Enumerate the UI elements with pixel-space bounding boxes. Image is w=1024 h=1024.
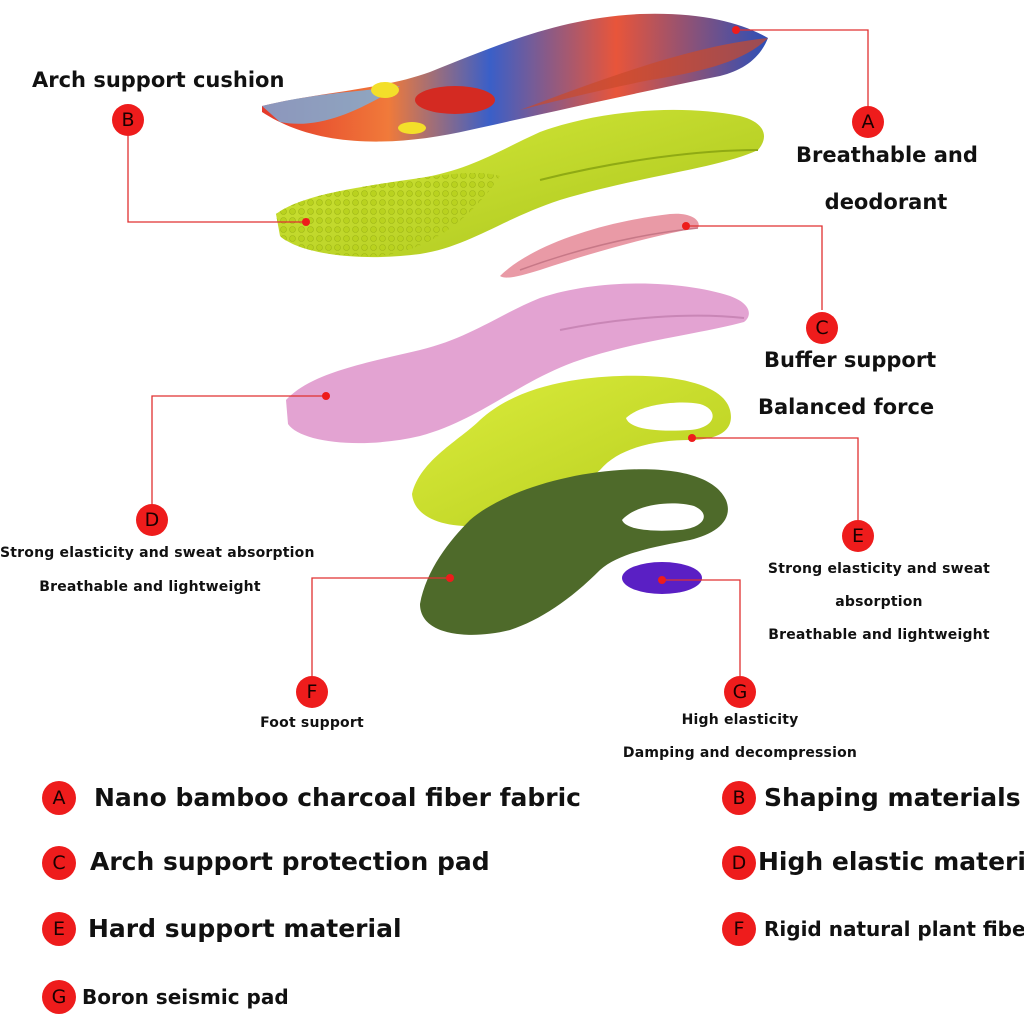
legend-f-badge: F [722,912,756,946]
legend-f-text: Rigid natural plant fiber [764,917,1024,941]
callout-c-line2: Balanced force [758,395,935,419]
legend-g-letter: G [51,986,67,1008]
callout-e-line2: absorption [835,594,923,610]
callout-c-badge: C [806,312,838,344]
legend-a-badge: A [42,781,76,815]
legend-a-text: Nano bamboo charcoal fiber fabric [94,783,581,812]
callout-d-badge: D [136,504,168,536]
layer-f-plant-fiber [420,469,728,635]
leader-line-d [151,395,326,504]
callout-b-letter: B [121,109,135,131]
callout-a-badge: A [852,106,884,138]
legend-c-text: Arch support protection pad [90,847,490,876]
leader-line-e [692,437,859,520]
legend-d-letter: D [731,852,747,874]
callout-c-line1: Buffer support [764,348,937,372]
leader-line-a [736,29,869,108]
callout-e-line1: Strong elasticity and sweat [767,561,991,577]
layer-b-shaping [276,109,764,258]
leader-line-g [662,579,741,676]
legend-a-letter: A [52,787,66,809]
legend-b-badge: B [722,781,756,815]
legend-g-text: Boron seismic pad [82,985,289,1009]
callout-a-line1: Breathable and [796,143,978,167]
legend-b-text: Shaping materials [764,783,1021,812]
callout-f-letter: F [306,681,318,703]
layer-c-arch-pad [500,213,699,278]
legend-e-letter: E [52,918,65,940]
legend-d-text: High elastic material [758,847,1024,876]
callout-e-badge: E [842,520,874,552]
callout-d-line1: Strong elasticity and sweat absorption [0,545,315,561]
leader-line-b [127,136,306,223]
callout-f-badge: F [296,676,328,708]
legend-c-letter: C [52,852,66,874]
callout-g-letter: G [732,681,748,703]
callout-b-badge: B [112,104,144,136]
callout-f-line1: Foot support [260,715,364,731]
legend-e-badge: E [42,912,76,946]
legend-g-badge: G [42,980,76,1014]
legend-e-text: Hard support material [88,914,402,943]
leader-lines [127,29,869,676]
callout-a-line2: deodorant [824,190,948,214]
legend-c-badge: C [42,846,76,880]
callout-b-line1: Arch support cushion [32,68,285,92]
callout-c-letter: C [815,317,829,339]
layer-d-elastic [286,283,749,444]
layer-a-fabric [262,13,768,142]
layer-e-hard-support [412,375,731,527]
legend-d-badge: D [722,846,756,880]
callout-d-letter: D [144,509,160,531]
callout-g-line1: High elasticity [681,712,799,728]
callout-e-line3: Breathable and lightweight [768,627,990,643]
callout-g-badge: G [724,676,756,708]
legend-f-letter: F [733,918,745,940]
legend-b-letter: B [732,787,746,809]
callout-d-line2: Breathable and lightweight [39,579,261,595]
callout-e-letter: E [851,525,864,547]
leader-dots [302,26,740,584]
leader-line-f [311,577,450,676]
callout-g-line2: Damping and decompression [622,745,858,761]
leader-line-c [686,225,823,310]
callout-a-letter: A [861,111,875,133]
